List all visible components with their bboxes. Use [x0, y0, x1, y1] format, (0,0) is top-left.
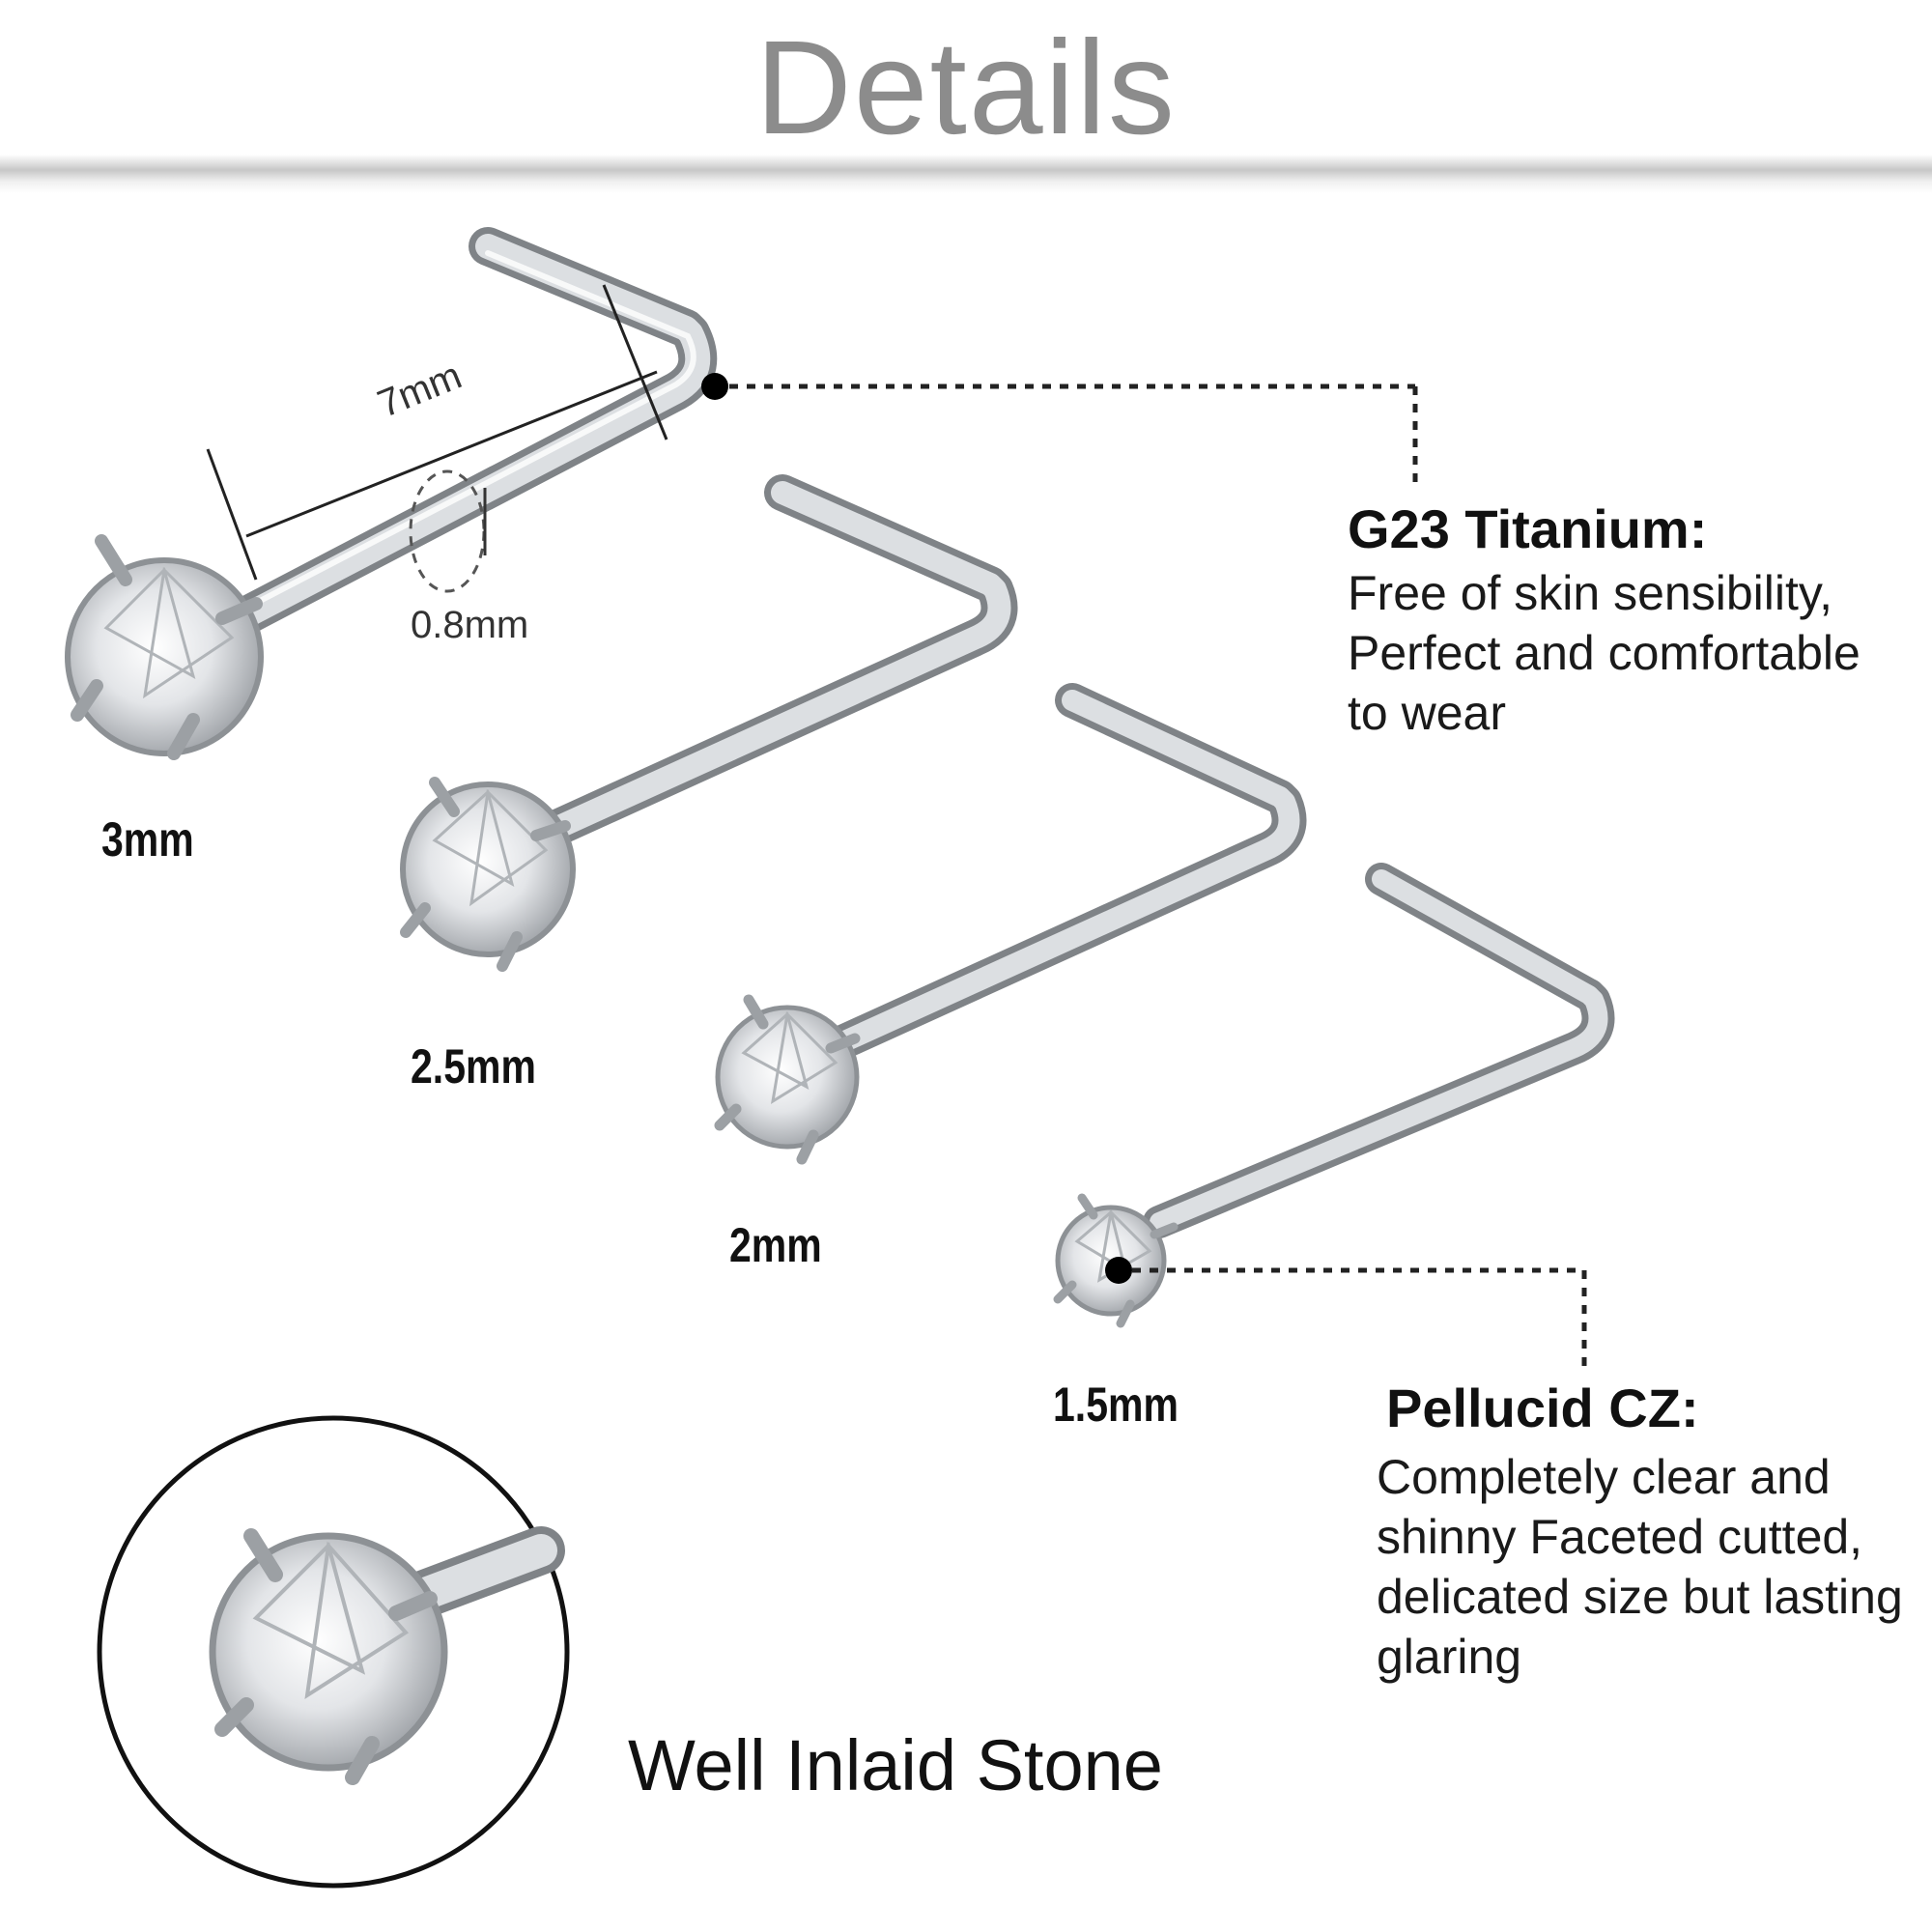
feature-line: Perfect and comfortable	[1348, 626, 1861, 680]
feature-line: Free of skin sensibility,	[1348, 566, 1833, 620]
size-label-1-5mm: 1.5mm	[1053, 1378, 1179, 1432]
feature-line: to wear	[1348, 686, 1506, 740]
titanium-callout-line	[701, 373, 1418, 483]
nose-stud-1-5mm	[1053, 863, 1615, 1328]
size-label-2mm: 2mm	[729, 1218, 822, 1272]
feature-title-cz: Pellucid CZ:	[1386, 1378, 1699, 1438]
detail-caption: Well Inlaid Stone	[628, 1725, 1163, 1805]
feature-line: Completely clear and	[1377, 1450, 1831, 1504]
feature-line: shinny Faceted cutted,	[1377, 1510, 1863, 1564]
header-shadow-divider	[0, 155, 1932, 193]
gauge-dimension-label: 0.8mm	[411, 604, 529, 646]
nose-stud-2-5mm	[400, 474, 1018, 972]
size-label-3mm: 3mm	[101, 812, 194, 867]
nose-stud-3mm	[65, 227, 718, 760]
feature-line: delicated size but lasting	[1377, 1570, 1903, 1624]
feature-title-titanium: G23 Titanium:	[1348, 498, 1708, 559]
stone-detail-zoom	[97, 1415, 570, 1889]
gem-icon	[209, 1532, 448, 1772]
size-label-2-5mm: 2.5mm	[411, 1039, 536, 1094]
nose-stud-2mm	[714, 683, 1307, 1165]
feature-line: glaring	[1377, 1630, 1522, 1684]
cz-callout-line	[1105, 1257, 1587, 1367]
page-title: Details	[755, 14, 1177, 162]
gem-icon	[65, 557, 264, 756]
